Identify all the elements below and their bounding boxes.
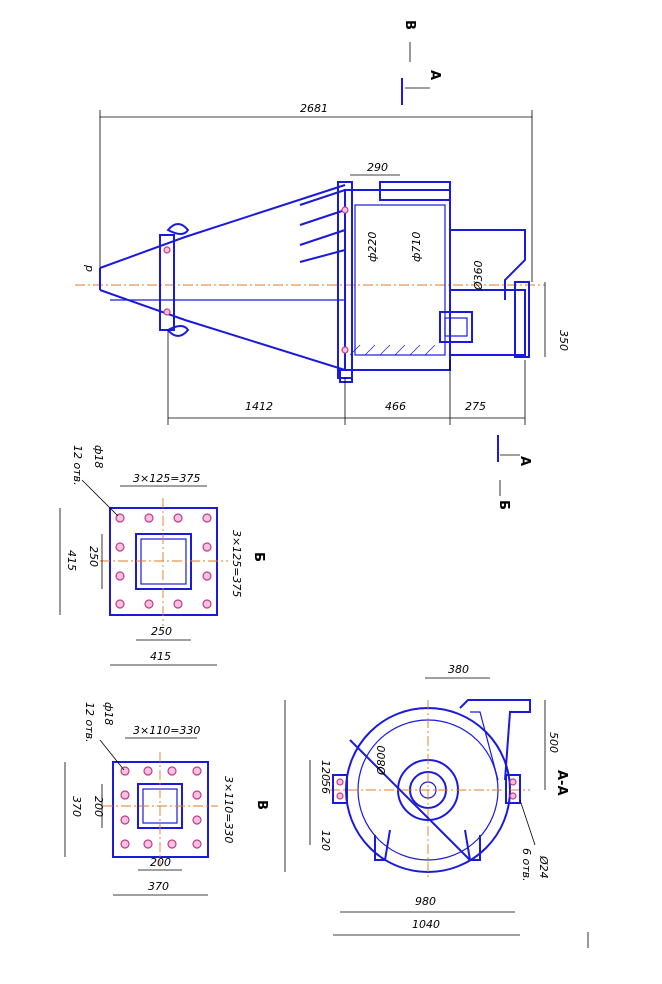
flange-v-title: В — [254, 800, 269, 810]
section-hole-d: Ø24 — [537, 855, 550, 879]
section-mark-a-bottom: А — [517, 456, 532, 466]
support-left — [374, 829, 391, 861]
flange-v-spacing-top: 3×110=330 — [133, 724, 200, 737]
bolt — [163, 246, 171, 254]
lug-hole — [509, 778, 517, 786]
flange-v-outer-v: 370 — [70, 796, 83, 817]
dim-len-275: 275 — [465, 400, 486, 413]
support-right — [464, 829, 481, 861]
leader-section — [519, 799, 536, 846]
section-diagonal — [349, 739, 471, 861]
fin-1 — [299, 189, 346, 206]
inlet-box — [449, 289, 526, 356]
flange-v-outer — [112, 761, 209, 858]
leader-v — [99, 739, 125, 771]
flange-b-holes-count: 12 отв. — [71, 445, 84, 486]
flange-v-inner-h: 200 — [150, 856, 171, 869]
dim-h350: 350 — [557, 330, 570, 351]
lug-top — [166, 223, 190, 235]
dim-d710: ф710 — [410, 232, 423, 262]
flange-v-spacing-side: 3×110=330 — [222, 776, 235, 843]
dim-d: d — [82, 264, 95, 272]
lug-hole — [336, 792, 344, 800]
outlet-inner — [444, 317, 468, 337]
flange-b-view: 3×125=375 12 отв. ф18 415 250 3×125=375 … — [59, 445, 266, 666]
dim-len-466: 466 — [385, 400, 406, 413]
leader-b — [81, 479, 119, 517]
section-inlet-inner — [470, 711, 499, 781]
flange-b-outer — [109, 507, 218, 616]
dim-d360: Ø360 — [472, 260, 485, 291]
flange-b-title: Б — [251, 552, 266, 562]
cone-hatching — [349, 344, 436, 356]
cyclone-body — [344, 189, 451, 371]
cone-bottom-edge — [99, 289, 440, 371]
top-outlet — [379, 181, 451, 201]
lug-hole — [336, 778, 344, 786]
section-mark-b-bottom: Б — [496, 500, 511, 510]
bolt — [341, 206, 349, 214]
flange-b-inner-h: 250 — [151, 625, 172, 638]
section-mark-a-top: А — [427, 70, 442, 80]
flange-b-holes — [115, 513, 212, 609]
lug-hole — [509, 792, 517, 800]
inlet-flange — [514, 281, 530, 358]
cyclone-side-view: 2681 290 ф220 ф710 Ø360 d 350 1412 466 2… — [75, 20, 570, 510]
lug-bottom — [166, 325, 190, 337]
flange-v-holes — [120, 766, 202, 849]
section-top-width: 380 — [448, 663, 469, 676]
flange-v-outer-h: 370 — [148, 880, 169, 893]
dim-d220: ф220 — [366, 232, 379, 262]
section-w1040: 1040 — [412, 918, 440, 931]
section-d120a: 120 — [319, 760, 332, 781]
section-d56: 56 — [319, 780, 332, 794]
flange-b-inner-v: 250 — [87, 546, 100, 567]
section-holes-count: 6 отв. — [520, 848, 533, 882]
flange-b-outer-h: 415 — [150, 650, 171, 663]
dim-flange-width: 290 — [367, 161, 388, 174]
fin-4 — [299, 249, 346, 263]
fin-2 — [299, 209, 346, 226]
flange-b-hole-d: ф18 — [92, 445, 105, 468]
dim-len-1412: 1412 — [245, 400, 273, 413]
section-w980: 980 — [415, 895, 436, 908]
dim-overall-length: 2681 — [300, 102, 328, 115]
fin-3 — [299, 229, 346, 246]
inlet-pipe — [450, 229, 526, 300]
section-d800: Ø800 — [375, 745, 388, 776]
flange-b-spacing-side: 3×125=375 — [230, 530, 243, 597]
support-foot — [339, 369, 353, 383]
outlet-socket — [439, 311, 473, 343]
bolt — [341, 346, 349, 354]
cone-top-edge — [99, 184, 346, 269]
flange-b-outer-v: 415 — [65, 550, 78, 571]
section-inlet — [459, 699, 531, 781]
flange-v-inner-v: 200 — [92, 796, 105, 817]
flange-v-view: 3×110=330 12 отв. ф18 370 200 3×110=330 … — [64, 702, 269, 896]
bolt — [163, 308, 171, 316]
flange-b-bore — [140, 538, 187, 585]
inner-tube — [354, 204, 446, 356]
flange-b-spacing-top: 3×125=375 — [133, 472, 200, 485]
lug-right — [505, 774, 521, 804]
lug-left — [332, 774, 348, 804]
section-d120b: 120 — [319, 830, 332, 851]
section-aa-view: 380 500 Ø800 120 56 120 6 отв. Ø24 980 1… — [284, 663, 569, 936]
section-aa-title: А-А — [554, 770, 569, 796]
flange-v-hole-d: ф18 — [102, 702, 115, 725]
section-mark-v-top: В — [402, 20, 417, 30]
flange-v-holes-count: 12 отв. — [83, 702, 96, 743]
section-height-500: 500 — [547, 732, 560, 753]
flange-b-inner — [135, 533, 192, 590]
